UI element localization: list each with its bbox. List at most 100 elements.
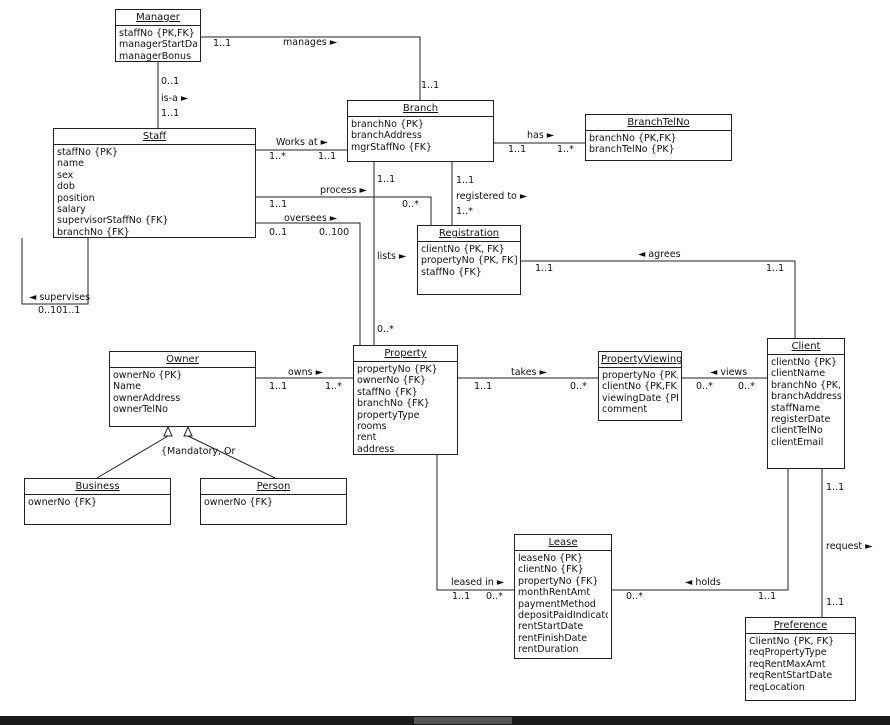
entity-attribute: clientTelNo bbox=[771, 425, 823, 437]
entity-attribute: clientNo {FK} bbox=[518, 564, 584, 576]
entity-attribute: clientNo {PK, FK} bbox=[421, 244, 505, 255]
mult-registered-registration: 1..* bbox=[456, 206, 473, 217]
mult-request-preference: 1..1 bbox=[826, 597, 845, 608]
mult-process-registration: 0..* bbox=[402, 199, 419, 210]
entity-attribute: salary bbox=[57, 204, 86, 216]
line-gen-person bbox=[187, 435, 276, 479]
entity-property[interactable]: Property propertyNo {PK}ownerNo {FK}staf… bbox=[353, 345, 458, 455]
label-views: ◄ views bbox=[710, 367, 748, 378]
entity-person[interactable]: Person ownerNo {FK} bbox=[200, 478, 347, 525]
line-supervises bbox=[21, 238, 89, 305]
mult-has-branch: 1..1 bbox=[508, 144, 527, 155]
entity-attribute: monthRentAmt bbox=[518, 587, 591, 599]
label-holds: ◄ holds bbox=[685, 577, 721, 588]
label-request: request ► bbox=[826, 541, 873, 552]
entity-title: Registration bbox=[418, 226, 520, 242]
line-holds bbox=[612, 469, 789, 591]
mult-agrees-client: 1..1 bbox=[766, 263, 785, 274]
label-takes: takes ► bbox=[511, 367, 547, 378]
entity-attribute: branchNo {PK} bbox=[351, 119, 425, 130]
entity-attribute: sex bbox=[57, 169, 74, 181]
entity-attribute: ownerNo {FK} bbox=[357, 375, 427, 387]
entity-title: Lease bbox=[515, 535, 611, 551]
mult-views-viewing: 0..* bbox=[696, 381, 713, 392]
entity-attribute: supervisorStaffNo {FK} bbox=[57, 215, 169, 227]
entity-attribute: branchAddress bbox=[771, 391, 841, 403]
entity-title: BranchTelNo bbox=[586, 115, 731, 131]
entity-title: Property bbox=[354, 346, 457, 362]
entity-attributes: leaseNo {PK}clientNo {FK}propertyNo {FK}… bbox=[515, 551, 611, 658]
entity-title: Manager bbox=[116, 10, 200, 26]
mult-lists-property: 0..* bbox=[377, 324, 394, 335]
entity-business[interactable]: Business ownerNo {FK} bbox=[24, 478, 171, 525]
entity-attribute: propertyType bbox=[357, 409, 420, 421]
entity-propertyviewing[interactable]: PropertyViewing propertyNo {PK,FK}client… bbox=[598, 351, 682, 421]
mult-has-telno: 1..* bbox=[557, 144, 574, 155]
entity-attribute: ClientNo {PK, FK} bbox=[749, 636, 835, 647]
entity-attribute: managerStartDate bbox=[119, 39, 197, 51]
mult-takes-viewing: 0..* bbox=[570, 381, 587, 392]
mult-isa-manager: 0..1 bbox=[161, 76, 180, 87]
entity-title: Business bbox=[25, 479, 170, 495]
entity-registration[interactable]: Registration clientNo {PK, FK}propertyNo… bbox=[417, 225, 521, 295]
label-isa: is-a ► bbox=[161, 93, 189, 104]
entity-attribute: viewingDate {PK} bbox=[602, 392, 678, 404]
entity-attribute: branchNo {FK} bbox=[57, 226, 130, 238]
entity-attribute: rentDuration bbox=[518, 644, 579, 656]
entity-branchtelno[interactable]: BranchTelNo branchNo {PK,FK}branchTelNo … bbox=[585, 114, 732, 161]
mult-worksat-staff: 1..* bbox=[269, 151, 286, 162]
entity-attributes: ownerNo {FK} bbox=[201, 495, 346, 510]
entity-attribute: branchAddress bbox=[351, 130, 422, 142]
entity-attribute: rentFinishDate bbox=[518, 632, 588, 644]
entity-attribute: staffNo {PK} bbox=[57, 147, 119, 158]
entity-attributes: staffNo {PK,FK}managerStartDatemanagerBo… bbox=[116, 26, 200, 64]
entity-attribute: registerDate bbox=[771, 414, 831, 426]
entity-attribute: clientNo {PK} bbox=[771, 357, 838, 368]
line-gen-business bbox=[96, 435, 169, 479]
entity-attribute: reqLocation bbox=[749, 681, 805, 693]
entity-attribute: mgrStaffNo {FK} bbox=[351, 141, 433, 153]
entity-attribute: staffName bbox=[771, 402, 821, 414]
entity-attribute: ownerNo {FK} bbox=[204, 497, 274, 508]
label-agrees: ◄ agrees bbox=[638, 249, 681, 260]
mult-holds-client: 1..1 bbox=[758, 591, 777, 602]
entity-manager[interactable]: Manager staffNo {PK,FK}managerStartDatem… bbox=[115, 9, 201, 62]
entity-attribute: branchNo {PK,FK} bbox=[589, 133, 677, 144]
mult-agrees-registration: 1..1 bbox=[535, 263, 554, 274]
entity-attribute: Name bbox=[113, 381, 142, 393]
entity-attribute: paymentMethod bbox=[518, 598, 596, 610]
mult-registered-branch: 1..1 bbox=[456, 175, 475, 186]
entity-attribute: clientName bbox=[771, 368, 826, 380]
label-worksat: Works at ► bbox=[276, 137, 328, 148]
entity-preference[interactable]: Preference ClientNo {PK, FK}reqPropertyT… bbox=[745, 617, 856, 701]
entity-attribute: rentStartDate bbox=[518, 621, 584, 633]
mult-leasedin-lease: 0..* bbox=[486, 591, 503, 602]
entity-attribute: propertyNo {PK} bbox=[357, 364, 438, 375]
mult-owns-owner: 1..1 bbox=[269, 381, 288, 392]
entity-attribute: rooms bbox=[357, 421, 387, 433]
mult-views-client: 0..* bbox=[738, 381, 755, 392]
label-process: process ► bbox=[320, 185, 367, 196]
label-manages: manages ► bbox=[283, 37, 338, 48]
bottom-bar-mark bbox=[414, 717, 512, 724]
entity-attribute: staffNo {FK} bbox=[357, 386, 418, 398]
entity-attribute: rent bbox=[357, 432, 377, 444]
entity-title: Staff bbox=[54, 129, 255, 145]
label-owns: owns ► bbox=[288, 367, 323, 378]
label-supervises: ◄ supervises bbox=[29, 292, 91, 303]
entity-attribute: reqRentStartDate bbox=[749, 670, 833, 682]
entity-lease[interactable]: Lease leaseNo {PK}clientNo {FK}propertyN… bbox=[514, 534, 612, 659]
entity-attribute: dob bbox=[57, 181, 75, 193]
mult-request-client: 1..1 bbox=[826, 482, 845, 493]
mult-process-staff: 1..1 bbox=[269, 199, 288, 210]
